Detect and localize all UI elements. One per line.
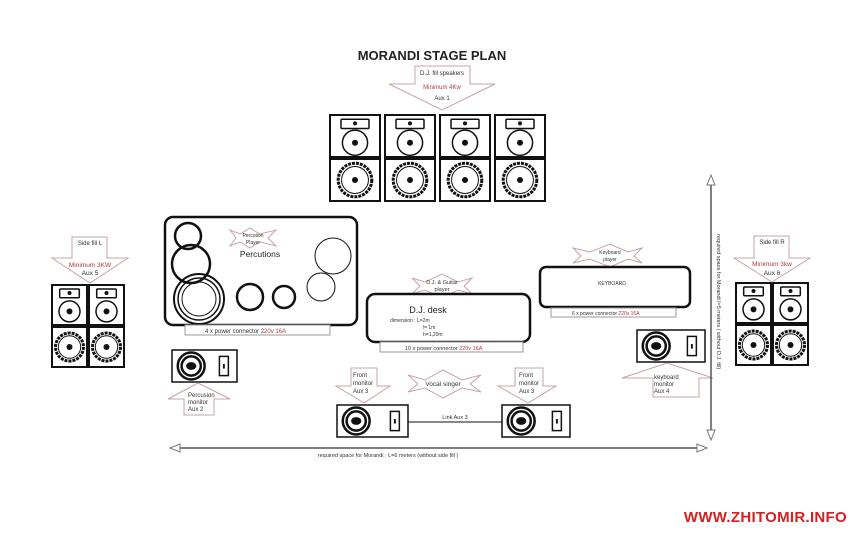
side-fill-right-speaker-icon: [772, 282, 809, 324]
keyboard-player-marker: [571, 243, 644, 268]
side-fill-right-label: Side fill R: [759, 240, 785, 246]
dj-power: 10 x power connector 220v 16A: [405, 346, 483, 352]
side-fill-left-sub-icon: [51, 326, 88, 368]
keyboard-monitor-icon: [636, 329, 706, 363]
front-monitor-right-icon: [501, 404, 571, 438]
arrow-right-icon: [696, 443, 709, 453]
depth-note: required space for Morandi l=5 meters ( …: [715, 234, 721, 369]
dj-fill-sub-icon: [439, 158, 491, 202]
bass-drum-icon: [173, 273, 225, 325]
keyboard-monitor-label: monitor: [654, 382, 674, 388]
dj-player-label: D.J. & Guitar: [426, 280, 458, 286]
percussion-monitor-icon: [171, 349, 238, 383]
front-monitor-left-label: Front: [353, 373, 367, 379]
percussion-player-label: Player: [246, 240, 261, 246]
dj-fill-speaker-icon: [494, 114, 546, 158]
front-monitor-right-arrow: [496, 367, 558, 404]
dj-fill-sub-icon: [494, 158, 546, 202]
side-fill-left-arrow: [50, 236, 130, 284]
front-monitor-right-label: Aux 3: [519, 389, 535, 395]
drum-icon: [235, 282, 265, 312]
dj-fill-power: Minimum 4Kw: [423, 85, 461, 91]
keyboard-player-label: Keyboard: [599, 250, 621, 256]
dj-desk-dimension: l= 1m: [423, 325, 435, 331]
monitor-group: [171, 329, 706, 438]
dj-fill-speaker-icon: [384, 114, 436, 158]
arrow-up-icon: [706, 173, 716, 186]
width-note: required space for Morandi : L=6 meters …: [318, 453, 459, 459]
front-monitor-left-arrow: [334, 367, 392, 404]
watermark: WWW.ZHITOMIR.INFO: [683, 509, 847, 526]
keyboard-area: [538, 265, 692, 309]
side-fill-left-label: Side fill L: [78, 241, 103, 247]
side-fill-left-power: Minimum 3KW: [69, 262, 112, 269]
drum-kit: [170, 221, 352, 325]
front-monitor-left-label: Aux 3: [353, 389, 369, 395]
dj-fill-sub-icon: [384, 158, 436, 202]
percussion-power: 4 x power connector 220v 16A: [205, 329, 286, 335]
dj-fill-speaker-icon: [329, 114, 381, 158]
front-monitor-left-label: monitor: [353, 381, 373, 387]
speaker-group: [51, 114, 809, 368]
side-fill-left-aux: Aux 5: [82, 270, 99, 277]
dj-desk-title: D.J. desk: [409, 305, 447, 315]
side-fill-left-speaker-icon: [51, 284, 88, 326]
vocal-singer-label: Vocal singer: [425, 381, 461, 388]
keyboard-power: 6 x power connector 220v 16A: [572, 311, 640, 317]
drum-icon: [271, 284, 297, 310]
vocal-singer-marker: [407, 369, 482, 399]
cymbal-icon: [314, 237, 352, 275]
percussion-player-marker: [228, 227, 278, 249]
drum-icon: [173, 221, 203, 251]
plan-title: MORANDI STAGE PLAN: [358, 48, 507, 63]
dj-fill-label: D.J. fill speakers: [420, 71, 464, 77]
dj-fill-aux: Aux 1: [434, 96, 450, 102]
keyboard-power-bar: [550, 307, 677, 318]
keyboard-title: KEYBOARD: [598, 281, 626, 287]
side-fill-right-speaker-icon: [735, 282, 772, 324]
front-monitor-left-icon: [336, 404, 409, 438]
dj-fill-speaker-icon: [439, 114, 491, 158]
side-fill-right-sub-icon: [772, 324, 809, 366]
percussion-monitor-label: Aux 2: [188, 407, 204, 413]
link-label: Link Aux 3: [442, 415, 467, 421]
dj-player-label: player: [435, 287, 450, 293]
side-fill-right-aux: Aux 6: [764, 270, 781, 277]
dj-fill-sub-icon: [329, 158, 381, 202]
keyboard-monitor-label: Aux 4: [654, 389, 670, 395]
dj-power-bar: [379, 341, 524, 353]
front-monitor-right-label: Front: [519, 373, 533, 379]
dj-fill-arrow: [388, 65, 496, 111]
cymbal-icon: [306, 272, 336, 302]
front-monitor-right-label: monitor: [519, 381, 539, 387]
percussion-player-label: Percution: [242, 233, 263, 239]
dj-desk-dimension: dimension : L=2m: [390, 318, 430, 324]
percussion-power-bar: [184, 324, 331, 336]
keyboard-player-label: player: [603, 257, 617, 263]
drum-icon: [170, 243, 212, 285]
percussion-monitor-arrow: [167, 382, 231, 416]
percussion-monitor-label: Percusion: [188, 393, 215, 399]
side-fill-right-arrow: [732, 235, 812, 283]
arrow-down-icon: [706, 429, 716, 442]
side-fill-right-power: Minimum 3kw: [752, 261, 792, 268]
percussion-title: Percutions: [240, 249, 280, 259]
dj-desk-dimension: h=1,20m: [423, 332, 443, 338]
percussion-monitor-label: monitor: [188, 400, 208, 406]
side-fill-left-sub-icon: [88, 326, 125, 368]
arrow-left-icon: [168, 443, 181, 453]
keyboard-monitor-arrow: [621, 362, 714, 398]
side-fill-left-speaker-icon: [88, 284, 125, 326]
side-fill-right-sub-icon: [735, 324, 772, 366]
keyboard-monitor-label: keyboard: [654, 375, 679, 381]
